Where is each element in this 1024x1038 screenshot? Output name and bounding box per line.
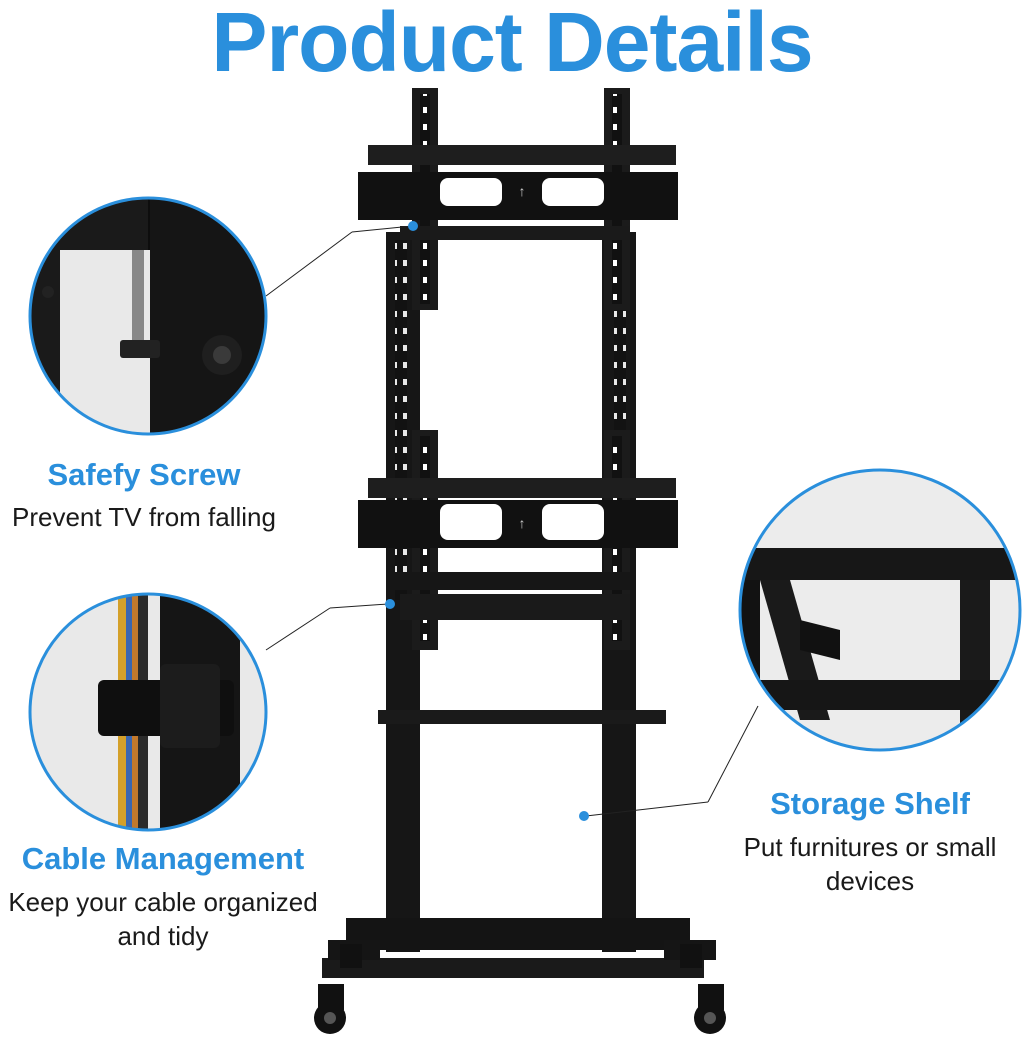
svg-text:↑: ↑	[519, 515, 526, 531]
feature-heading-storage-shelf: Storage Shelf	[770, 786, 970, 821]
feature-description-cable-management: Keep your cable organized and tidy	[8, 887, 318, 951]
safety-screw-closeup	[28, 196, 418, 436]
stand-frame: ↑ ↑	[314, 88, 726, 1034]
page-title: Product Details	[211, 0, 813, 89]
feature-heading-safety-screw: Safefy Screw	[47, 457, 241, 492]
svg-text:↑: ↑	[519, 183, 526, 199]
feature-heading-cable-management: Cable Management	[21, 841, 305, 876]
feature-description-safety-screw: Prevent TV from falling	[12, 502, 276, 532]
feature-description-storage-shelf: Put furnitures or small devices	[743, 832, 997, 896]
storage-shelf-closeup	[579, 468, 1022, 821]
cable-management-closeup	[28, 592, 395, 832]
